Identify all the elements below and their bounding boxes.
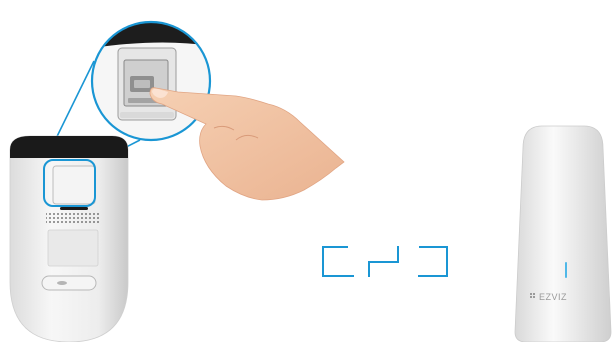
- button-highlight: [43, 159, 96, 207]
- base-station: [514, 125, 612, 342]
- finger: [149, 87, 345, 201]
- ezviz-logo-icon: [530, 293, 535, 298]
- status-led: [565, 262, 567, 278]
- zoom-callout: [90, 20, 212, 142]
- brand-label: EZVIZ: [539, 292, 568, 302]
- pairing-symbol: [322, 246, 448, 277]
- camera: [9, 135, 129, 342]
